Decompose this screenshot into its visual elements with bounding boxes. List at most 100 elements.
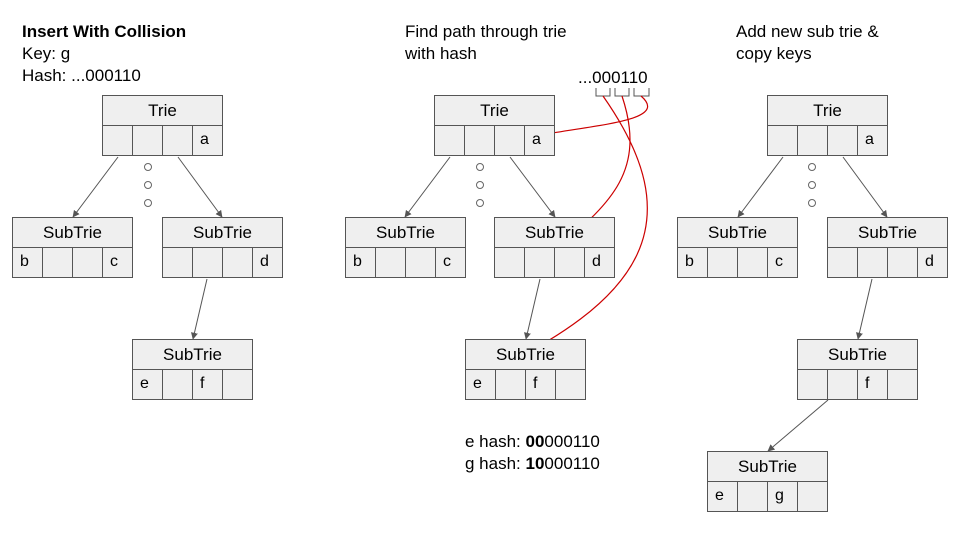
panel1-hash: Hash: ...000110 [22,66,141,85]
node-cell [738,248,768,278]
ellipsis-dot [476,163,484,171]
node-cell: b [12,248,43,278]
node-cell [798,126,828,156]
hash-prefix: g hash: [465,454,526,473]
node-cell [828,370,858,400]
subtrie-node: SubTrie e f [465,339,586,400]
edge-right-to-bottom [524,278,541,340]
node-label: SubTrie [494,217,615,248]
node-cell [163,370,193,400]
node-cell: e [132,370,163,400]
node-cell [73,248,103,278]
node-label: Trie [102,95,223,126]
node-cell [496,370,526,400]
subtrie-node: SubTrie d [162,217,283,278]
node-label: SubTrie [827,217,948,248]
node-cell: c [436,248,466,278]
panel1-key: Key: g [22,44,71,63]
ellipsis-dot [476,181,484,189]
node-cell [102,126,133,156]
ellipsis-dot [808,199,816,207]
node-cell [193,248,223,278]
node-cell [827,248,858,278]
node-label: Trie [434,95,555,126]
edge-right-to-bottom [191,278,208,340]
node-cell: g [768,482,798,512]
node-label: SubTrie [12,217,133,248]
ellipsis-dot [476,199,484,207]
node-cell: d [918,248,948,278]
node-cell: b [345,248,376,278]
panel3-title-line2: copy keys [736,44,812,63]
node-label: SubTrie [345,217,466,248]
node-cell: f [858,370,888,400]
panel3-title-line1: Add new sub trie & [736,22,879,41]
subtrie-node: SubTrie b c [345,217,466,278]
panel2-title-line1: Find path through trie [405,22,567,41]
hash-rest: 000110 [544,432,600,451]
edge-trie-to-right [177,156,223,218]
node-cell [494,248,525,278]
node-cell [43,248,73,278]
bit-bracket [633,88,650,97]
subtrie-node: SubTrie f [797,339,918,400]
edge-trie-to-left [737,156,784,218]
node-cell [223,370,253,400]
node-cell: d [585,248,615,278]
node-cell [767,126,798,156]
node-cell: a [858,126,888,156]
node-cell: d [253,248,283,278]
node-cell [708,248,738,278]
node-label: SubTrie [465,339,586,370]
trie-node: Trie a [767,95,888,156]
subtrie-node: SubTrie d [494,217,615,278]
node-cell: e [707,482,738,512]
ellipsis-dot [144,181,152,189]
node-cell [556,370,586,400]
node-label: SubTrie [677,217,798,248]
ellipsis-dot [808,181,816,189]
hash-rest: 000110 [544,454,600,473]
subtrie-node: SubTrie b c [12,217,133,278]
node-cell [798,482,828,512]
subtrie-node: SubTrie d [827,217,948,278]
subtrie-node: SubTrie e f [132,339,253,400]
node-cell: b [677,248,708,278]
node-label: Trie [767,95,888,126]
node-cell [797,370,828,400]
ellipsis-dot [808,163,816,171]
node-cell [163,126,193,156]
node-cell [434,126,465,156]
subtrie-node: SubTrie b c [677,217,798,278]
node-cell [495,126,525,156]
node-cell [858,248,888,278]
edge-mid-to-new [767,399,829,452]
node-cell [376,248,406,278]
node-cell [888,370,918,400]
e-hash-line: e hash: 00000110 [465,431,600,453]
node-cell: e [465,370,496,400]
panel1-title: Insert With Collision [22,22,187,41]
node-cell [223,248,253,278]
node-cell: c [768,248,798,278]
node-cell [555,248,585,278]
edge-trie-to-left [72,156,119,218]
node-label: SubTrie [132,339,253,370]
node-cell: f [193,370,223,400]
hash-bold-bits: 10 [525,454,545,473]
node-cell [738,482,768,512]
node-cell: f [526,370,556,400]
trie-node: Trie a [102,95,223,156]
node-cell: a [193,126,223,156]
edge-right-to-mid [856,278,873,340]
ellipsis-dot [144,199,152,207]
node-cell [162,248,193,278]
node-cell [465,126,495,156]
g-hash-line: g hash: 10000110 [465,453,600,475]
node-label: SubTrie [162,217,283,248]
node-cell [888,248,918,278]
node-cell [406,248,436,278]
ellipsis-dot [144,163,152,171]
hash-bits: ...000110 [578,68,648,87]
edge-trie-to-left [404,156,451,218]
